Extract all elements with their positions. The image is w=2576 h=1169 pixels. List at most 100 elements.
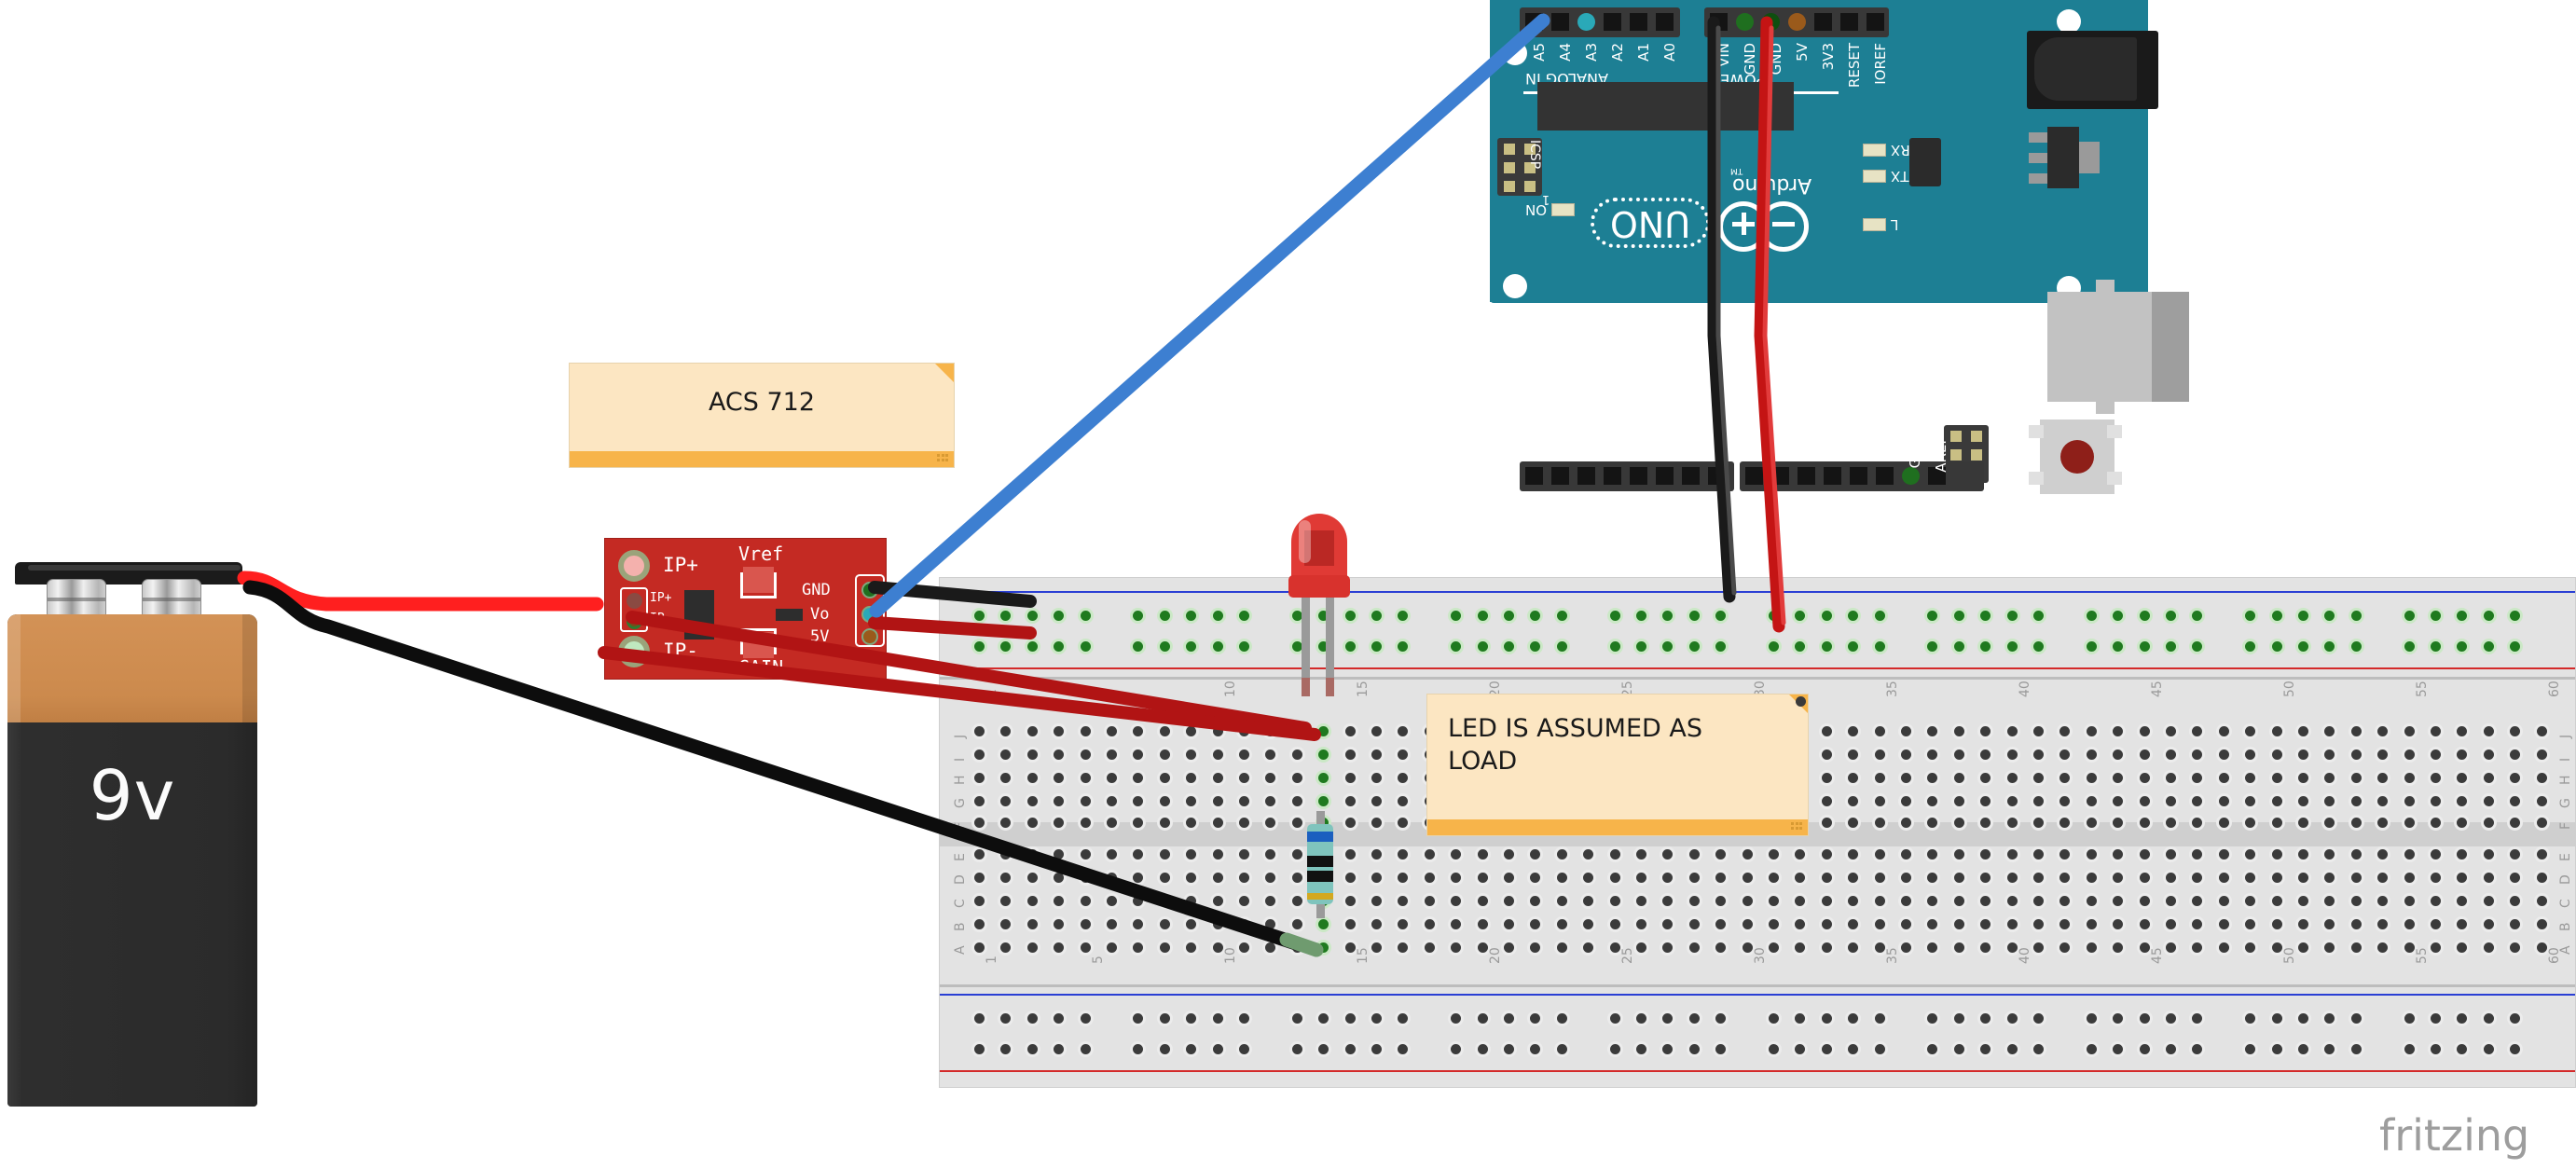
arduino-pin-5v[interactable] xyxy=(1788,13,1806,31)
resistor[interactable] xyxy=(1307,811,1333,918)
breadboard-hole-pin xyxy=(2166,796,2176,806)
breadboard-hole-pin xyxy=(1795,641,1806,652)
acs-pin-gnd[interactable] xyxy=(861,582,878,598)
arduino-pin-d5[interactable] xyxy=(1656,467,1674,485)
arduino-pin-vin[interactable] xyxy=(1710,13,1728,31)
arduino-pin-gnd[interactable] xyxy=(1902,467,1920,485)
breadboard-hole-pin xyxy=(1874,641,1885,652)
acs-smd-component xyxy=(776,609,803,621)
arduino-pin-reset[interactable] xyxy=(1840,13,1858,31)
arduino-pin-d3[interactable] xyxy=(1604,467,1621,485)
breadboard-hole-pin xyxy=(1107,726,1117,736)
arduino-pin-d1[interactable] xyxy=(1551,467,1569,485)
breadboard-hole-pin xyxy=(2033,919,2044,929)
acs-pin-5v[interactable] xyxy=(861,628,878,645)
arduino-pin-3v3[interactable] xyxy=(1814,13,1832,31)
note-resize-grip[interactable] xyxy=(937,454,948,464)
acs-pad-ip-minus-screw[interactable] xyxy=(618,636,650,667)
breadboard-hole-pin xyxy=(1662,873,1674,883)
breadboard-hole-pin xyxy=(1874,1013,1885,1024)
arduino-pin-13[interactable] xyxy=(1876,467,1894,485)
arduino-pin-11[interactable] xyxy=(1824,467,1841,485)
arduino-pin-9[interactable] xyxy=(1771,467,1789,485)
breadboard-column-number-20-bottom: 20 xyxy=(1487,947,1503,964)
breadboard-hole-pin xyxy=(1848,726,1859,736)
breadboard-hole-pin xyxy=(974,1013,985,1024)
breadboard-hole-pin xyxy=(2350,750,2362,760)
breadboard-hole-pin xyxy=(2404,641,2415,652)
arduino-pin-A2[interactable] xyxy=(1604,13,1621,31)
breadboard-hole-pin xyxy=(2350,818,2362,828)
arduino-pin-d2[interactable] xyxy=(1577,467,1595,485)
arduino-pin-A1[interactable] xyxy=(1630,13,1647,31)
breadboard-hole-pin xyxy=(2218,873,2229,883)
breadboard-hole-pin xyxy=(2404,796,2415,806)
breadboard-hole-pin xyxy=(2006,818,2018,828)
arduino-label-power-gnd-2: GND xyxy=(1768,43,1784,76)
red-led[interactable] xyxy=(1288,514,1350,709)
arduino-pin-d4[interactable] xyxy=(1630,467,1647,485)
breadboard-hole-pin xyxy=(1107,873,1117,883)
breadboard-hole-pin xyxy=(1848,896,1859,906)
arduino-mounting-hole-1 xyxy=(1503,41,1527,65)
arduino-reset-label: RESET xyxy=(2051,404,2097,420)
rail-divider-top xyxy=(940,677,2575,680)
breadboard-hole-pin xyxy=(1636,1044,1646,1054)
arduino-pin-8[interactable] xyxy=(1745,467,1763,485)
wire-battery-positive[interactable] xyxy=(237,571,604,612)
breadboard-row-letter-D-right: D xyxy=(2558,874,2573,885)
arduino-pin-A0[interactable] xyxy=(1656,13,1674,31)
breadboard-hole-pin xyxy=(1901,796,1911,806)
acs-pad-ip-plus-screw[interactable] xyxy=(618,550,650,582)
breadboard-hole-pin xyxy=(2271,873,2282,883)
arduino-pin-aref[interactable] xyxy=(1928,467,1946,485)
breadboard-hole-pin xyxy=(1715,919,1727,929)
breadboard-hole-pin xyxy=(1159,611,1170,621)
acs-pin-ip-plus[interactable] xyxy=(627,593,642,609)
breadboard-hole-pin xyxy=(1821,1044,1832,1054)
acs-pin-vo[interactable] xyxy=(861,606,878,623)
arduino-label-A0: A0 xyxy=(1661,43,1678,62)
breadboard-hole-pin xyxy=(2113,641,2124,652)
arduino-label-11-digital: 11 xyxy=(1828,436,1845,455)
breadboard-hole-pin xyxy=(1318,1013,1329,1024)
note-acs712[interactable]: ACS 712 xyxy=(569,363,955,468)
arduino-pin-ioref[interactable] xyxy=(1867,13,1884,31)
breadboard-hole-pin xyxy=(2271,726,2282,736)
arduino-pin-d6[interactable] xyxy=(1682,467,1700,485)
note-led-load[interactable]: LED IS ASSUMED AS LOAD xyxy=(1426,694,1809,836)
breadboard-hole-pin xyxy=(2245,896,2256,906)
breadboard-hole-pin xyxy=(1662,942,1674,953)
arduino-infinity-plus-v xyxy=(1742,213,1746,235)
arduino-pin-A5[interactable] xyxy=(1525,13,1543,31)
arduino-pin-gnd[interactable] xyxy=(1736,13,1754,31)
breadboard-row-letter-B-left: B xyxy=(953,922,968,931)
breadboard-hole-pin xyxy=(1212,942,1223,953)
wire-acs-vo-to-arduino-a3[interactable] xyxy=(869,13,1550,618)
breadboard-hole-pin xyxy=(2271,773,2282,783)
breadboard-hole-pin xyxy=(2483,942,2494,953)
breadboard-hole-pin xyxy=(2298,796,2308,806)
breadboard-hole-pin xyxy=(1107,773,1117,783)
arduino-pin-A4[interactable] xyxy=(1551,13,1569,31)
arduino-pin-d7[interactable] xyxy=(1708,467,1726,485)
arduino-pin-d0[interactable] xyxy=(1525,467,1543,485)
arduino-pin-A3[interactable] xyxy=(1577,13,1595,31)
arduino-pin-10[interactable] xyxy=(1798,467,1815,485)
breadboard-hole-pin xyxy=(2113,919,2124,929)
arduino-brand-tm: TM xyxy=(1730,166,1743,175)
acs-pin-ip-minus[interactable] xyxy=(627,613,642,629)
breadboard-hole-pin xyxy=(1318,641,1329,652)
arduino-pin-12[interactable] xyxy=(1850,467,1867,485)
breadboard-hole-pin xyxy=(2431,1013,2441,1024)
arduino-reset-button-cap[interactable] xyxy=(2060,440,2094,474)
breadboard-hole-pin xyxy=(1953,849,1964,860)
note-resize-grip[interactable] xyxy=(1791,822,1802,832)
arduino-pin-gnd[interactable] xyxy=(1762,13,1780,31)
nine-volt-battery[interactable]: 9v xyxy=(7,562,257,1107)
breadboard-column-number-25-bottom: 25 xyxy=(1619,947,1635,964)
note-pin-dot[interactable] xyxy=(1796,696,1806,707)
breadboard-hole-pin xyxy=(2536,750,2547,760)
